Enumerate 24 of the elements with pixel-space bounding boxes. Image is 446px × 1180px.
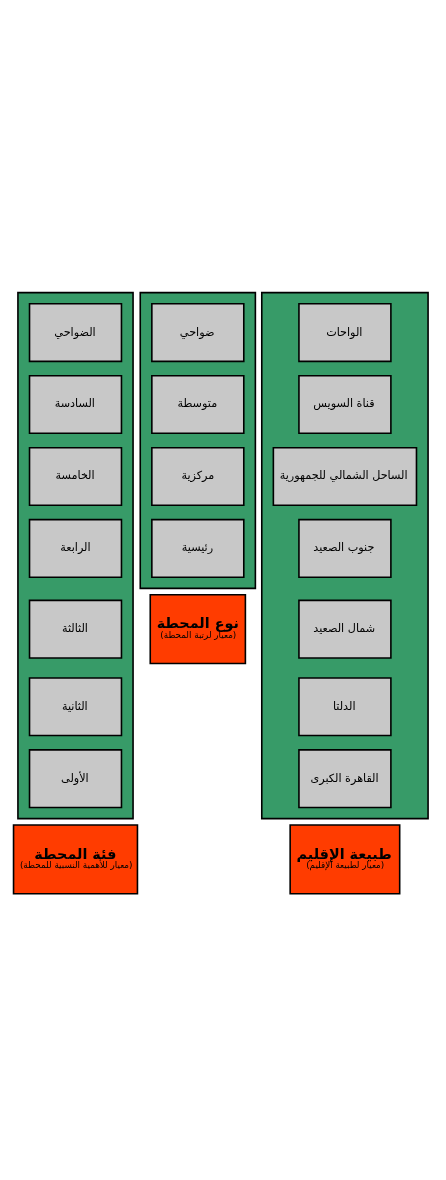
node-box: القاهرة الكبرى [298,749,392,809]
node-box: الخامسة [28,446,123,507]
node-box: الثالثة [28,599,123,659]
cluster [260,291,429,820]
node-box: جنوب الصعيد [298,518,392,578]
node-box: الأولى [28,749,123,809]
node-box: الرابعة [28,518,123,578]
node-box: الضواحي [28,303,123,363]
node-box: طبيعة الإقليم (معيار لطبيعة الإقليم) [289,824,401,895]
node-box: السادسة [28,374,123,435]
node-box: الساحل الشمالي للجمهورية [272,446,418,507]
node-box: ضواحي [151,303,245,363]
node-box: متوسطة [151,374,245,435]
node-box: نوع المحطة (معيار لرتبة المحطة) [149,594,247,665]
node-box: رئيسية [151,518,245,578]
node-box: الدلتا [298,677,392,737]
cluster [139,291,257,590]
cluster [17,291,134,820]
node-box: فئة المحطة (معيار للأهمية النسبية للمحطة) [12,824,139,895]
node-box: الواحات [298,303,392,363]
node-box: الثانية [28,677,123,737]
node-box: قناة السويس [298,374,392,435]
node-box: مركزية [151,446,245,507]
node-box: شمال الصعيد [298,599,392,659]
